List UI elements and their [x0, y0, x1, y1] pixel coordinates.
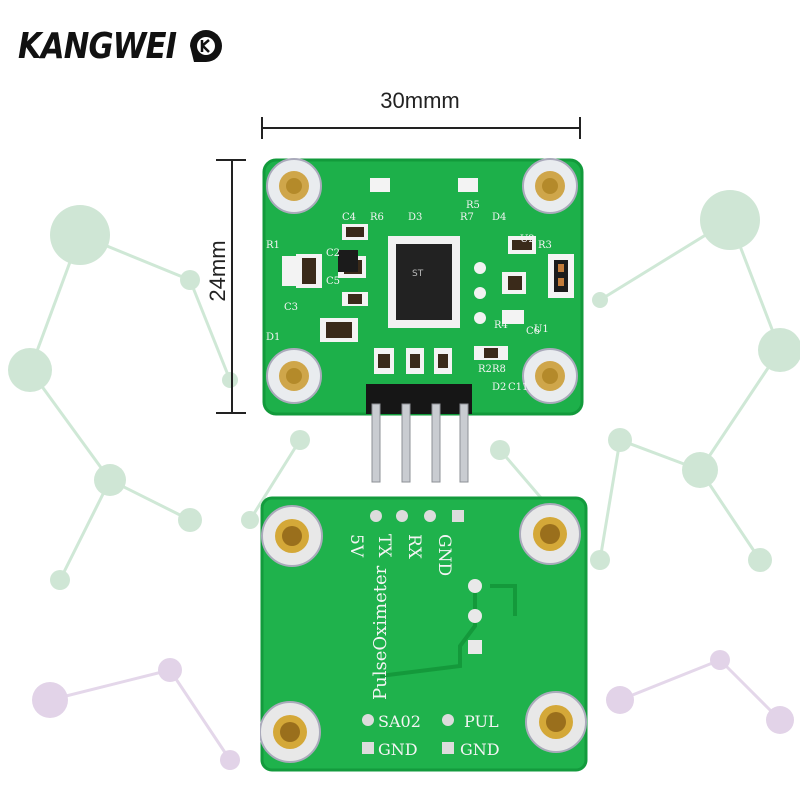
board-name-label: PulseOximeter [370, 565, 391, 700]
pin-header [366, 384, 472, 414]
front-silk-label: C4 [342, 212, 356, 223]
front-silk-label: R1 [266, 240, 280, 251]
front-board: ST [262, 158, 584, 416]
network-links-lower [49, 658, 782, 761]
pin-label-tx: TX [374, 534, 394, 558]
pin-label-gnd: GND [434, 534, 454, 577]
front-silk-label: R6 [370, 212, 384, 223]
svg-text:ST: ST [412, 269, 424, 279]
pin-label-rx: RX [404, 534, 424, 559]
brand-mark-icon [190, 30, 222, 62]
pad-label-sa02: SA02 [378, 712, 421, 731]
brand-logo: KANGWEI [18, 26, 177, 67]
main-ic: ST [388, 236, 460, 328]
front-silk-label: D4 [492, 212, 506, 223]
front-silk-label: D2 [492, 382, 506, 393]
front-silk-label: C3 [284, 302, 298, 313]
front-silk-label: R8 [492, 364, 506, 375]
front-silk-label: C5 [326, 276, 340, 287]
front-silk-label: R7 [460, 212, 474, 223]
brand-name: KANGWEI [18, 26, 177, 67]
front-silk-label: D3 [408, 212, 422, 223]
front-silk-label: R4 [494, 320, 508, 331]
network-nodes [8, 190, 800, 590]
front-silk-label: U2 [520, 234, 535, 245]
header-pins [371, 403, 469, 483]
front-silk-label: C2 [326, 248, 340, 259]
width-dimension-label: 30mmm [380, 88, 460, 113]
back-board [260, 496, 588, 772]
optical-sensor [548, 254, 574, 298]
pad-label-gnd-left: GND [378, 740, 418, 759]
height-dimension-label: 24mm [205, 240, 230, 302]
front-silk-label: C6 [526, 326, 540, 337]
pad-label-gnd-right: GND [460, 740, 500, 759]
pad-label-pul: PUL [464, 712, 499, 731]
front-silk-label: U1 [534, 324, 549, 335]
front-silk-label: D1 [266, 332, 280, 343]
pin-label-5v: 5V [346, 534, 366, 558]
front-silk-label: C11 [508, 382, 528, 393]
front-silk-label: R3 [538, 240, 552, 251]
front-silk-label: R5 [466, 200, 480, 211]
front-silk-label: R2 [478, 364, 492, 375]
network-nodes-lower [32, 650, 794, 770]
